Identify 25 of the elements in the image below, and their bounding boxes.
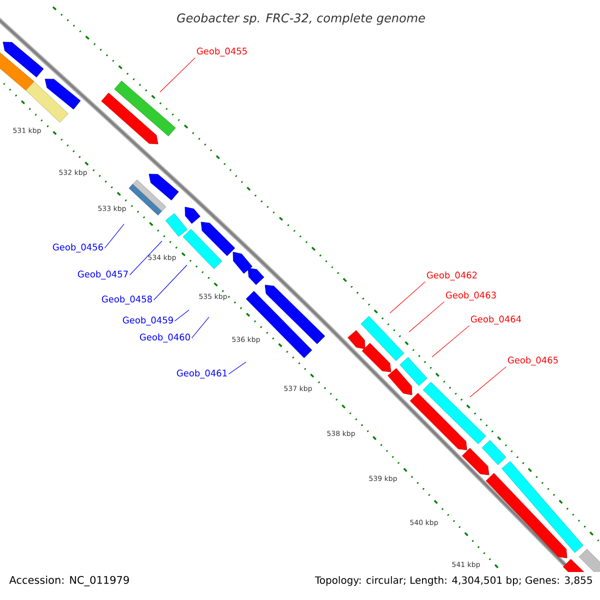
leader-line	[432, 325, 470, 358]
leader-line	[408, 301, 445, 332]
gene-label: Geob_0465	[508, 356, 558, 366]
gene-label: Geob_0456	[52, 244, 103, 252]
leader-line	[104, 224, 124, 248]
gene-label: Geob_0459	[122, 316, 173, 326]
gene-label: Geob_0455	[196, 48, 247, 56]
gene-label: Geob_0460	[140, 334, 190, 342]
leader-line	[191, 316, 210, 338]
gene-label: Geob_0462	[426, 272, 477, 280]
leader-line	[390, 281, 426, 314]
gene-label: Geob_0461	[176, 370, 227, 378]
gene-label: Geob_0464	[470, 316, 522, 324]
gene-label: Geob_0458	[102, 296, 152, 304]
leader-line	[228, 362, 246, 374]
genome-info-text: Topology: circular; Length: 4,304,501 bp; Genes: 3,855	[314, 576, 592, 586]
leader-line	[153, 264, 188, 300]
leader-line	[174, 310, 190, 322]
gene-label: Geob_0457	[78, 270, 128, 280]
title: Geobacter sp. FRC-32, complete genome	[177, 13, 425, 25]
leader-line	[160, 57, 196, 92]
leader-line	[129, 240, 162, 276]
accession-text: Accession: NC_011979	[9, 576, 129, 586]
leader-line	[470, 366, 507, 398]
gene-label: Geob_0463	[446, 292, 496, 300]
